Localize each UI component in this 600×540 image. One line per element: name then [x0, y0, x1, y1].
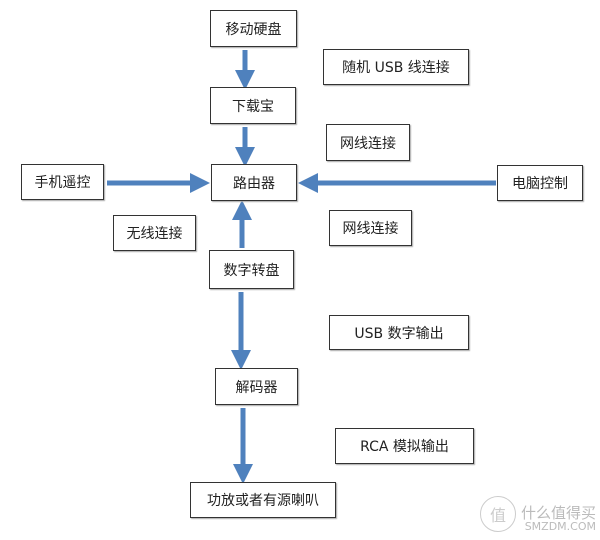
node-phone: 手机遥控: [21, 164, 104, 200]
watermark-line2: SMZDM.COM: [524, 520, 596, 533]
label-wireless: 无线连接: [113, 215, 196, 251]
node-hdd: 移动硬盘: [210, 10, 297, 47]
watermark-logo: 值: [480, 496, 516, 532]
label-lan-2: 网线连接: [329, 210, 412, 246]
watermark: 什么值得买 SMZDM.COM: [521, 506, 596, 534]
node-amp: 功放或者有源喇叭: [190, 482, 336, 518]
node-pc: 电脑控制: [497, 165, 583, 201]
label-rca-analog: RCA 模拟输出: [335, 428, 474, 464]
label-usb-cable: 随机 USB 线连接: [323, 49, 469, 85]
node-download-box: 下载宝: [210, 87, 296, 124]
node-decoder: 解码器: [215, 368, 298, 405]
label-usb-digital: USB 数字输出: [329, 315, 469, 350]
node-router: 路由器: [211, 164, 297, 201]
watermark-line1: 什么值得买: [520, 504, 596, 522]
label-lan-1: 网线连接: [326, 124, 410, 161]
node-turntable: 数字转盘: [209, 250, 294, 289]
